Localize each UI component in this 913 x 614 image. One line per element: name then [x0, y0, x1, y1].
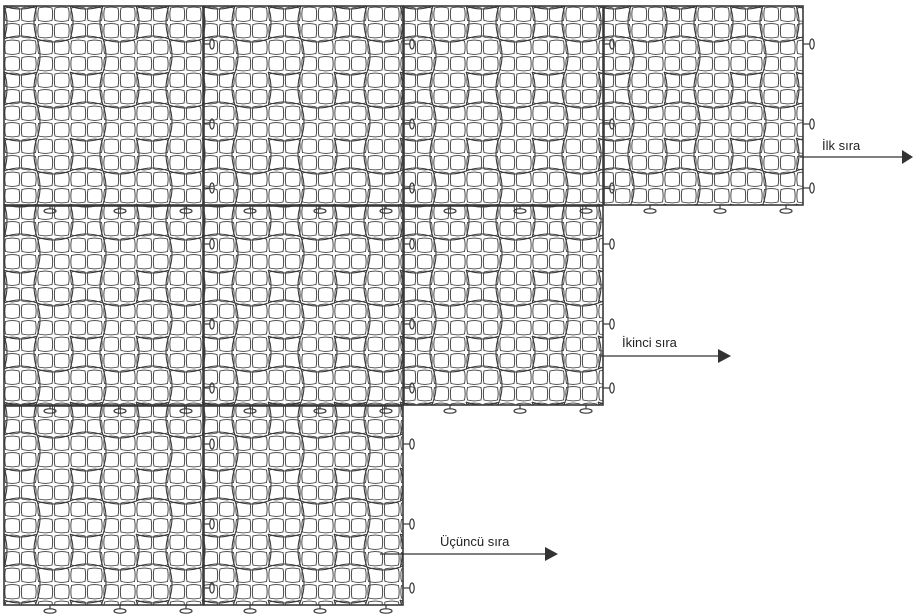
paver-tile — [403, 5, 615, 214]
paver-tile — [3, 205, 215, 414]
row-3-arrow-head — [545, 547, 558, 561]
right-clip-head — [609, 382, 615, 394]
row-2-arrow-head — [718, 349, 731, 363]
paver-tile — [203, 5, 415, 214]
bottom-clip-head — [313, 608, 327, 614]
right-clip-head — [409, 518, 415, 530]
right-clip-head — [809, 182, 815, 194]
tile-waves — [604, 6, 803, 205]
tiles-layer — [3, 5, 815, 614]
row-3-label: Üçüncü sıra — [440, 534, 510, 549]
row-3-callout: Üçüncü sıra — [380, 534, 558, 561]
bottom-clip-head — [113, 608, 127, 614]
bottom-clip-head — [443, 408, 457, 414]
paver-tile — [403, 205, 615, 414]
row-1-arrow-head — [902, 150, 913, 164]
bottom-clip-head — [513, 408, 527, 414]
tile-waves — [4, 206, 203, 405]
bottom-clip-head — [43, 608, 57, 614]
paver-tile — [203, 405, 415, 614]
right-clip-head — [409, 582, 415, 594]
tile-waves — [204, 6, 403, 205]
right-clip-head — [809, 118, 815, 130]
tile-waves — [404, 206, 603, 405]
tile-waves — [204, 206, 403, 405]
bottom-clip-head — [779, 208, 793, 214]
paver-tile — [3, 5, 215, 214]
row-2-callout: İkinci sıra — [600, 335, 731, 363]
tile-waves — [4, 406, 203, 605]
paver-tile — [603, 5, 815, 214]
right-clip-head — [609, 318, 615, 330]
bottom-clip-head — [643, 208, 657, 214]
paver-tile — [3, 405, 215, 614]
bottom-clip-head — [579, 408, 593, 414]
tile-waves — [4, 6, 203, 205]
bottom-clip-head — [179, 608, 193, 614]
tile-waves — [404, 6, 603, 205]
bottom-clip-head — [713, 208, 727, 214]
row-1-label: İlk sıra — [822, 138, 861, 153]
bottom-clip-head — [379, 608, 393, 614]
right-clip-head — [409, 438, 415, 450]
row-2-label: İkinci sıra — [622, 335, 678, 350]
paver-tile — [203, 205, 415, 414]
tile-waves — [204, 406, 403, 605]
right-clip-head — [609, 238, 615, 250]
row-1-callout: İlk sıra — [800, 138, 913, 164]
bottom-clip-head — [243, 608, 257, 614]
right-clip-head — [809, 38, 815, 50]
